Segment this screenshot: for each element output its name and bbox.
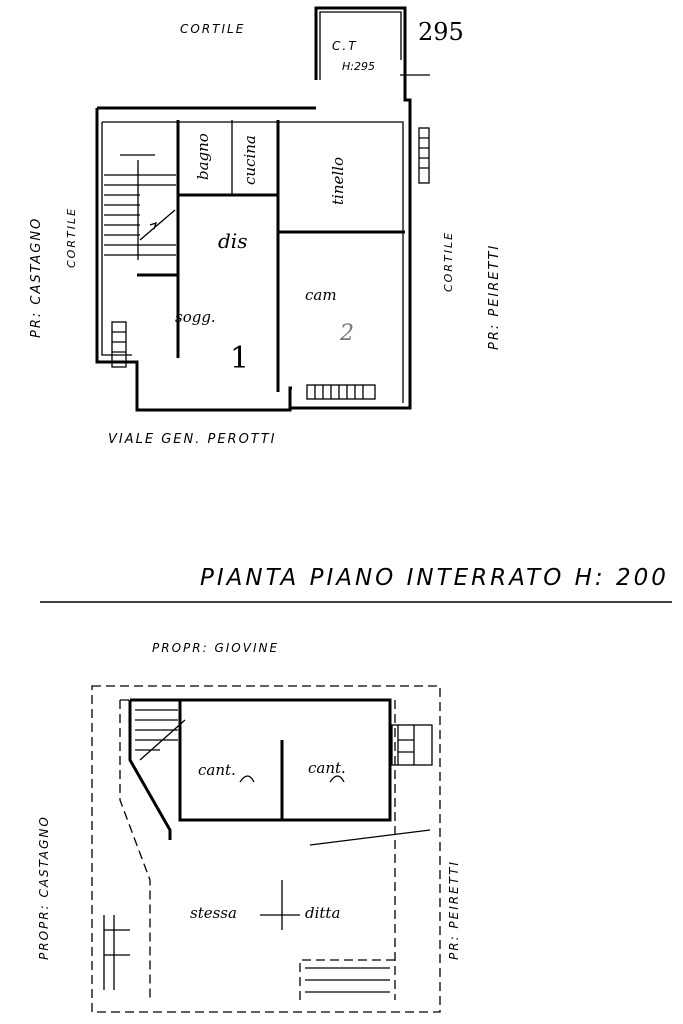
label-height-note: 295	[418, 18, 464, 46]
basement-outer-dashed	[91, 685, 441, 1013]
label-west-owner: PR: CASTAGNO	[29, 217, 44, 338]
window-ladder-west	[111, 321, 127, 368]
inner-wall-lines	[101, 121, 404, 403]
label-cam-number: 2	[339, 321, 354, 346]
label-east-owner: PR: PEIRETTI	[487, 244, 502, 350]
basement-walls	[128, 698, 392, 840]
label-east-court: CORTILE	[442, 231, 455, 292]
staircase	[104, 154, 176, 260]
ct-annex-walls	[314, 6, 407, 82]
label-cant-1: cant.	[198, 761, 236, 779]
label-sogg-number: 1	[230, 341, 249, 376]
label-bagno: bagno	[194, 133, 212, 180]
label-cucina: cucina	[241, 135, 259, 185]
room-markers	[239, 775, 345, 783]
label-tinello: tinello	[329, 157, 347, 205]
basement-marks	[260, 829, 431, 930]
label-ct: C.T	[332, 39, 358, 53]
label-ditta: ditta	[305, 904, 340, 922]
label-basement-east-owner: PR: PEIRETTI	[447, 860, 461, 960]
label-sogg: sogg.	[175, 308, 216, 326]
label-cortile-north: CORTILE	[180, 22, 245, 36]
basement-steps-south	[305, 967, 390, 993]
basement-plan: PIANTA PIANO INTERRATO H: 200 PROPR: GIO…	[37, 565, 672, 1013]
label-north-owner: PROPR: GIOVINE	[152, 641, 279, 655]
window-ladder-south	[306, 384, 376, 400]
basement-steps-west	[103, 915, 130, 990]
label-cam: cam	[305, 286, 337, 304]
label-west-court: CORTILE	[65, 207, 78, 268]
label-dis: dis	[218, 229, 247, 253]
basement-staircase	[135, 709, 186, 761]
ct-annex-inner	[319, 11, 402, 80]
label-stessa: stessa	[190, 904, 237, 922]
window-ladder-east	[418, 127, 430, 184]
basement-inner-dashed	[119, 699, 396, 1000]
basement-window-east	[391, 724, 433, 766]
label-basement-west-owner: PROPR: CASTAGNO	[37, 815, 51, 960]
ground-floor-plan: CORTILE C.T H:295 295 bagno cucina tinel…	[29, 6, 502, 447]
label-street: VIALE GEN. PEROTTI	[108, 432, 277, 447]
basement-title: PIANTA PIANO INTERRATO H: 200	[200, 565, 669, 591]
outer-walls	[95, 82, 412, 412]
label-ct-height: H:295	[342, 60, 375, 73]
label-cant-2: cant.	[308, 759, 346, 777]
